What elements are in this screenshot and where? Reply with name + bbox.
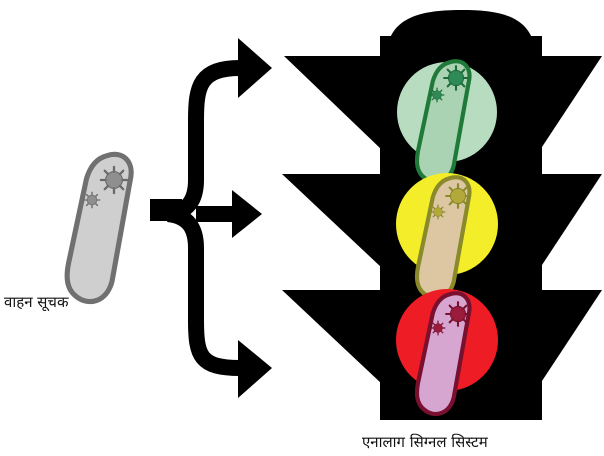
red-signal-lamp xyxy=(396,289,498,414)
analog-signal-system-label: एनालाग सिग्नल सिस्टम xyxy=(362,433,488,451)
virus-icon xyxy=(429,87,445,103)
green-signal-lamp xyxy=(397,61,497,182)
virus-icon xyxy=(443,65,469,91)
virus-icon xyxy=(83,191,101,209)
vehicle-indicator-label: वाहन सूचक xyxy=(4,293,69,311)
virus-icon xyxy=(430,320,446,336)
virus-icon xyxy=(99,165,129,195)
virus-icon xyxy=(430,204,446,220)
vehicle-indicator-bacterium-icon xyxy=(67,154,131,301)
virus-icon xyxy=(445,183,471,209)
curly-brace-arrow-icon xyxy=(150,38,272,398)
yellow-signal-lamp xyxy=(396,173,498,298)
virus-icon xyxy=(445,301,471,327)
